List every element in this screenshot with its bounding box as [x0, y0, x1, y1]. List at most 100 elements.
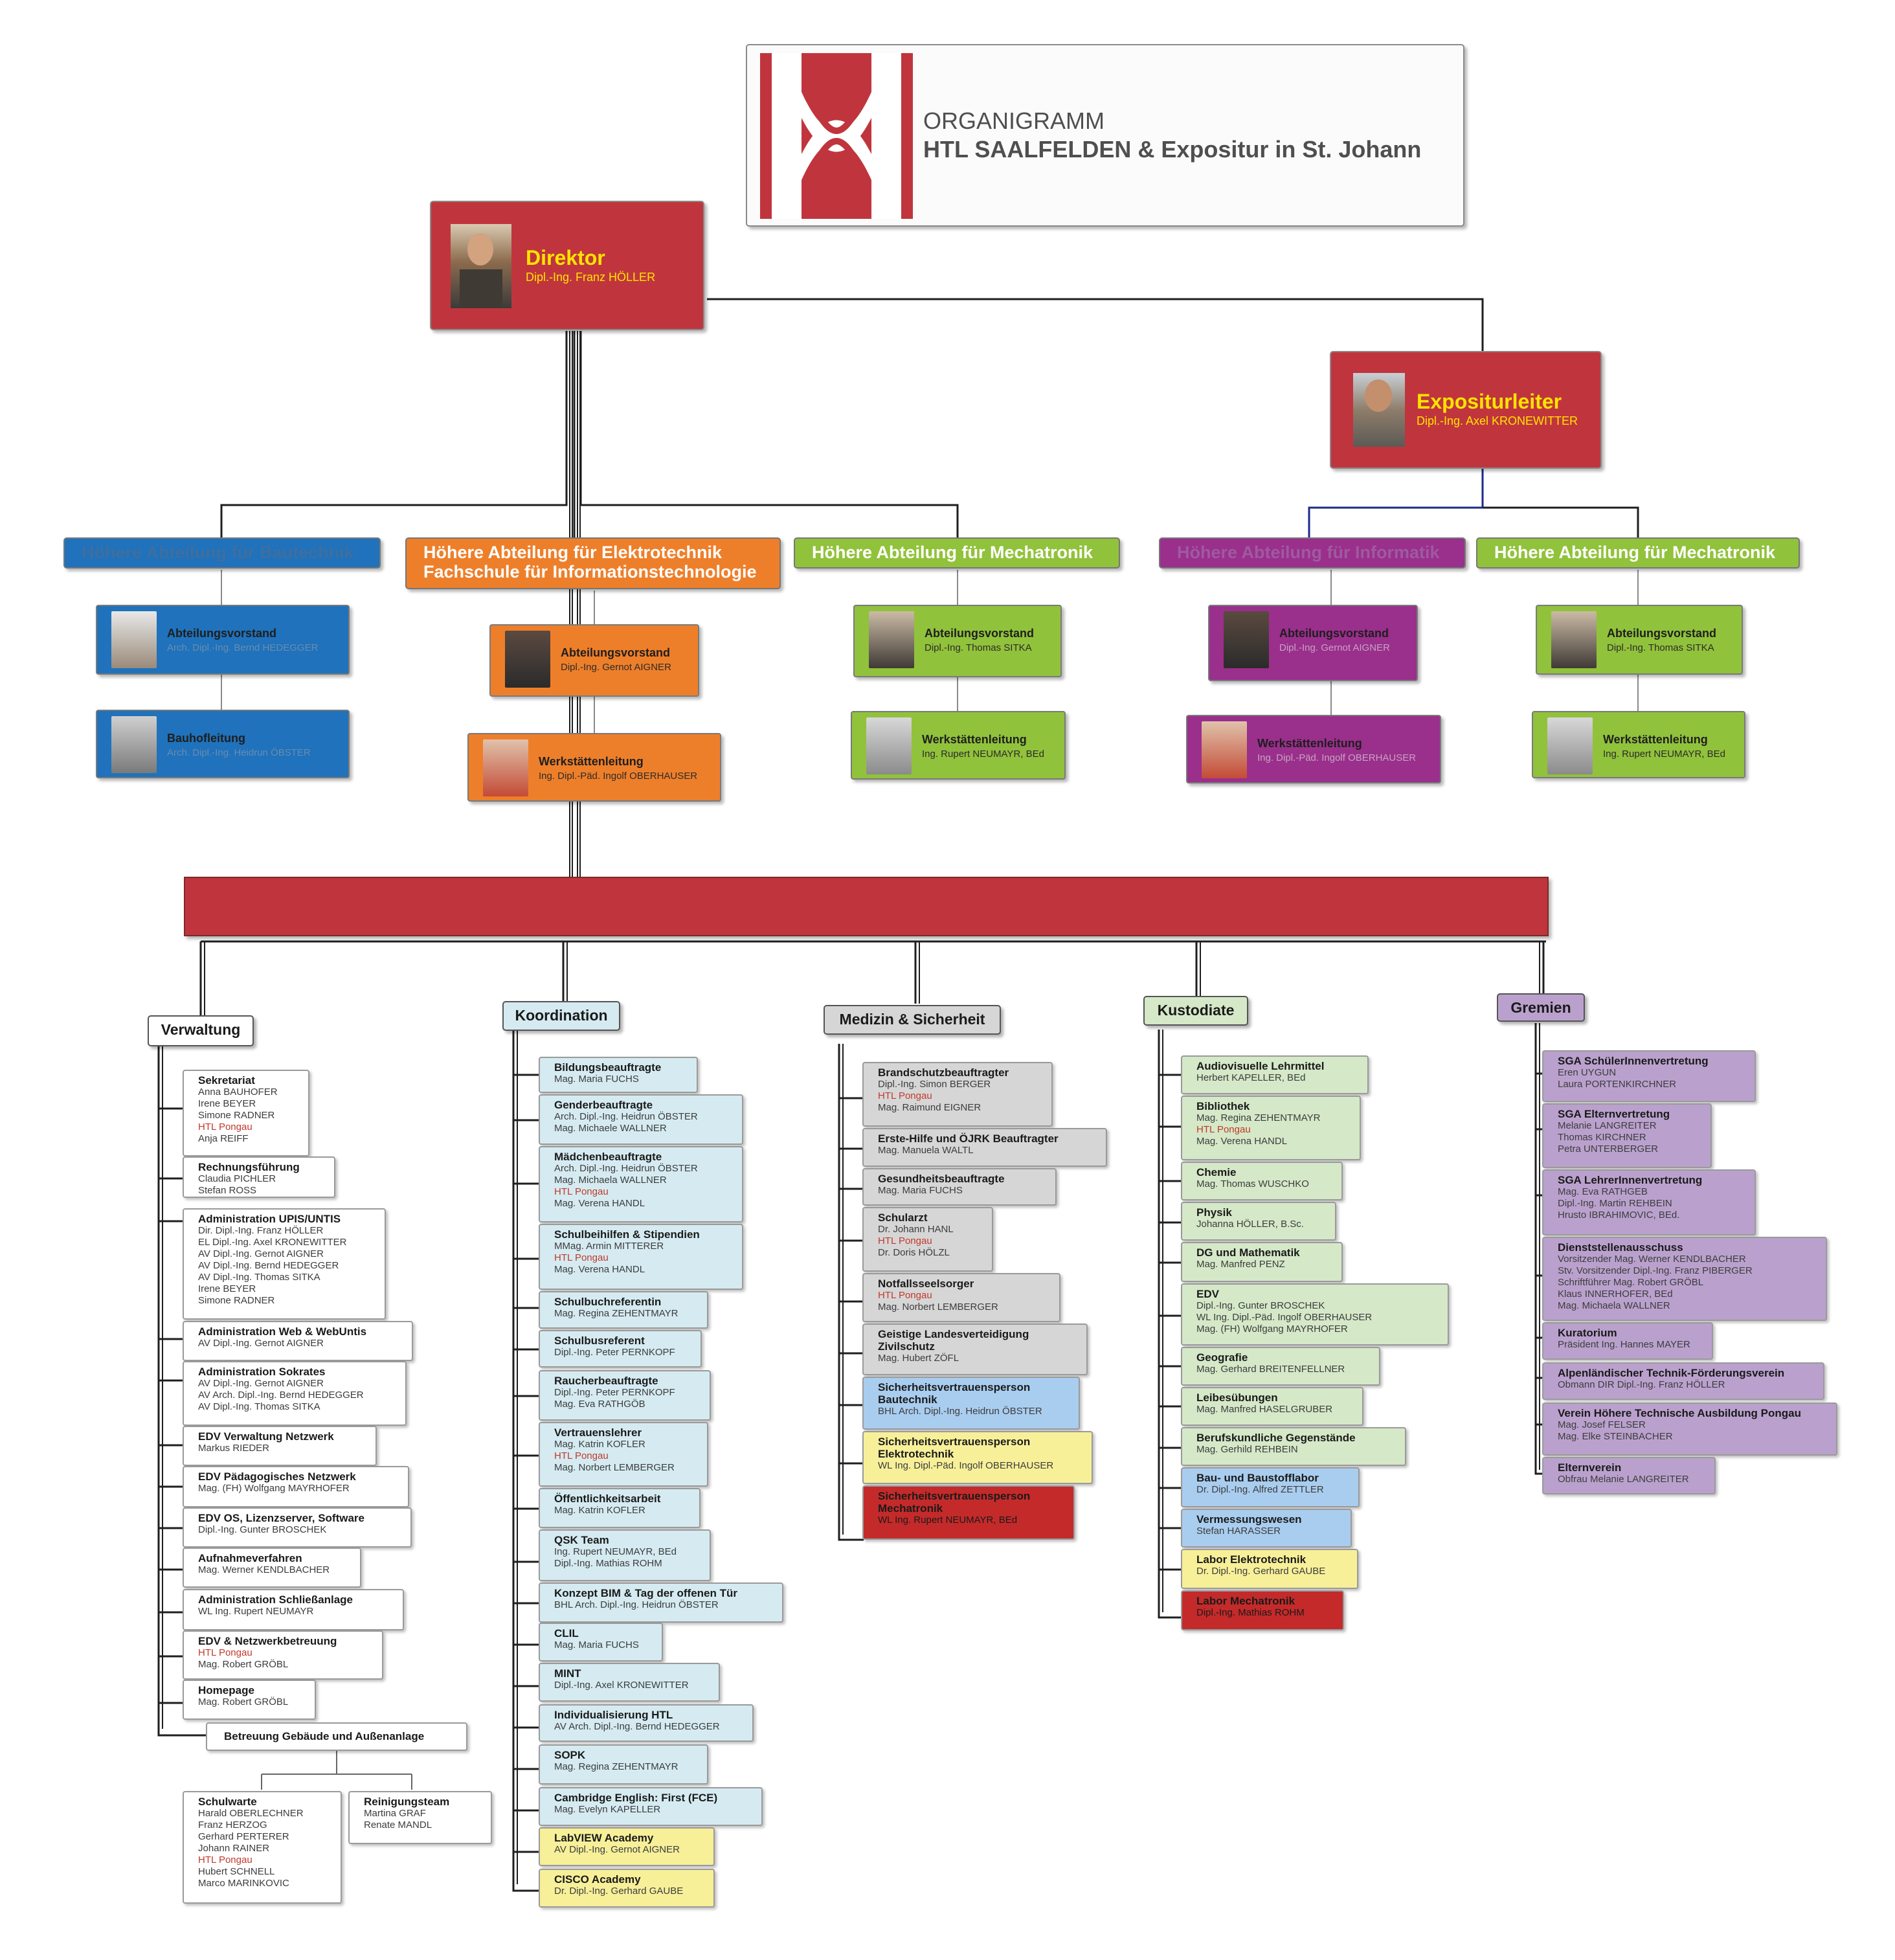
- item-title: Kuratorium: [1558, 1327, 1617, 1339]
- item-title: Schulwarte: [198, 1796, 257, 1808]
- item-title: MINT: [554, 1667, 581, 1680]
- item-title: Erste-Hilfe und ÖJRK Beauftragter: [878, 1132, 1059, 1145]
- item-title: Reinigungsteam: [364, 1796, 450, 1808]
- item-line: Thomas KIRCHNER: [1558, 1132, 1646, 1143]
- director-photo: [451, 224, 511, 308]
- item-line: HTL Pongau: [1196, 1124, 1251, 1135]
- gremien-item: Alpenländischer Technik-Förderungsverein…: [1542, 1362, 1824, 1400]
- item-line: HTL Pongau: [878, 1290, 932, 1301]
- item-line: Dipl.-Ing. Simon BERGER: [878, 1079, 991, 1090]
- item-line: Dipl.-Ing. Gunter BROSCHEK: [1196, 1300, 1325, 1311]
- department-header-bautechnik: Höhere Abteilung für Bautechnik: [63, 537, 381, 569]
- item-line: Dipl.-Ing. Peter PERNKOPF: [554, 1347, 675, 1358]
- gebaeude-header: Betreuung Gebäude und Außenanlage: [206, 1722, 467, 1751]
- item-line: AV Dipl.-Ing. Thomas SITKA: [198, 1401, 320, 1412]
- item-title: Vermessungswesen: [1196, 1513, 1302, 1526]
- item-line: AV Dipl.-Ing. Gernot AIGNER: [554, 1844, 680, 1855]
- item-line: Mag. Regina ZEHENTMAYR: [554, 1308, 678, 1319]
- gremien-item: Verein Höhere Technische Ausbildung Pong…: [1542, 1402, 1837, 1456]
- expositur-box: Expositurleiter Dipl.-Ing. Axel KRONEWIT…: [1330, 351, 1602, 469]
- item-line: AV Dipl.-Ing. Gernot AIGNER: [198, 1378, 324, 1389]
- item-line: Mag. Robert GRÖBL: [198, 1696, 289, 1707]
- item-line: Dir. Dipl.-Ing. Franz HÖLLER: [198, 1225, 324, 1236]
- item-line: HTL Pongau: [198, 1854, 252, 1865]
- person-photo: [1551, 611, 1597, 668]
- item-line: EL Dipl.-Ing. Axel KRONEWITTER: [198, 1237, 347, 1248]
- item-title: Administration UPIS/UNTIS: [198, 1213, 341, 1225]
- item-line: Arch. Dipl.-Ing. Heidrun ÖBSTER: [554, 1111, 698, 1122]
- item-line: Dipl.-Ing. Peter PERNKOPF: [554, 1387, 675, 1398]
- item-title: Aufnahmeverfahren: [198, 1552, 302, 1564]
- item-line: Gerhard PERTERER: [198, 1831, 289, 1842]
- person-photo: [1547, 717, 1593, 774]
- school-name: HTL SAALFELDEN & Expositur in St. Johann: [923, 136, 1422, 163]
- person-box-et-second: Werkstättenleitung Ing. Dipl.-Päd. Ingol…: [467, 733, 721, 802]
- expositur-name: Dipl.-Ing. Axel KRONEWITTER: [1417, 414, 1578, 427]
- item-title: DG und Mathematik: [1196, 1246, 1300, 1259]
- item-title: Labor Mechatronik: [1196, 1595, 1295, 1607]
- item-line: Mag. Regina ZEHENTMAYR: [1196, 1112, 1321, 1123]
- item-line: Stefan HARASSER: [1196, 1526, 1281, 1537]
- item-line: Stefan ROSS: [198, 1185, 257, 1196]
- person-photo: [111, 716, 157, 773]
- item-line: AV Dipl.-Ing. Bernd HEDEGGER: [198, 1260, 339, 1271]
- item-line: Mag. Verena HANDL: [1196, 1136, 1288, 1147]
- item-title: Sicherheitsvertrauensperson Elektrotechn…: [878, 1436, 1031, 1460]
- item-line: Ing. Rupert NEUMAYR, BEd: [554, 1546, 677, 1557]
- item-title: Notfallsseelsorger: [878, 1278, 974, 1290]
- item-title: Alpenländischer Technik-Förderungsverein: [1558, 1367, 1785, 1379]
- item-line: Mag. Raimund EIGNER: [878, 1102, 981, 1113]
- item-title: EDV & Netzwerkbetreuung: [198, 1635, 337, 1647]
- item-line: Hubert SCHNELL: [198, 1866, 275, 1877]
- item-line: Mag. Hubert ZÖFL: [878, 1353, 959, 1364]
- item-line: Marco MARINKOVIC: [198, 1878, 289, 1889]
- item-line: Obfrau Melanie LANGREITER: [1558, 1474, 1689, 1485]
- item-title: Cambridge English: First (FCE): [554, 1792, 718, 1804]
- item-line: Herbert KAPELLER, BEd: [1196, 1072, 1306, 1083]
- item-title: Verein Höhere Technische Ausbildung Pong…: [1558, 1407, 1801, 1419]
- item-line: Hrusto IBRAHIMOVIC, BEd.: [1558, 1210, 1680, 1221]
- person-box-mech-av: Abteilungsvorstand Dipl.-Ing. Thomas SIT…: [853, 605, 1062, 677]
- item-title: Leibesübungen: [1196, 1391, 1278, 1404]
- item-line: Mag. (FH) Wolfgang MAYRHOFER: [1196, 1324, 1348, 1335]
- item-line: BHL Arch. Dipl.-Ing. Heidrun ÖBSTER: [554, 1599, 719, 1610]
- item-title: Konzept BIM & Tag der offenen Tür: [554, 1587, 738, 1599]
- item-line: Mag. Manuela WALTL: [878, 1145, 974, 1156]
- item-title: Bibliothek: [1196, 1100, 1250, 1112]
- item-title: Sicherheitsvertrauensperson Bautechnik: [878, 1381, 1031, 1406]
- item-line: WL Ing. Dipl.-Päd. Ingolf OBERHAUSER: [1196, 1312, 1373, 1323]
- item-line: Mag. Norbert LEMBERGER: [554, 1462, 675, 1473]
- item-title: SGA Elternvertretung: [1558, 1108, 1670, 1120]
- item-line: Dipl.-Ing. Axel KRONEWITTER: [554, 1680, 689, 1691]
- item-line: HTL Pongau: [554, 1252, 609, 1263]
- item-line: Schriftführer Mag. Robert GRÖBL: [1558, 1277, 1704, 1288]
- director-name: Dipl.-Ing. Franz HÖLLER: [526, 271, 656, 284]
- item-title: Mädchenbeauftragte: [554, 1151, 662, 1163]
- person-box-bau-av: Abteilungsvorstand Arch. Dipl.-Ing. Bern…: [96, 605, 350, 675]
- item-line: Dr. Dipl.-Ing. Alfred ZETTLER: [1196, 1484, 1324, 1495]
- item-line: Mag. Josef FELSER: [1558, 1419, 1646, 1430]
- item-title: EDV OS, Lizenzserver, Software: [198, 1512, 364, 1524]
- item-line: Dr. Johann HANL: [878, 1224, 954, 1235]
